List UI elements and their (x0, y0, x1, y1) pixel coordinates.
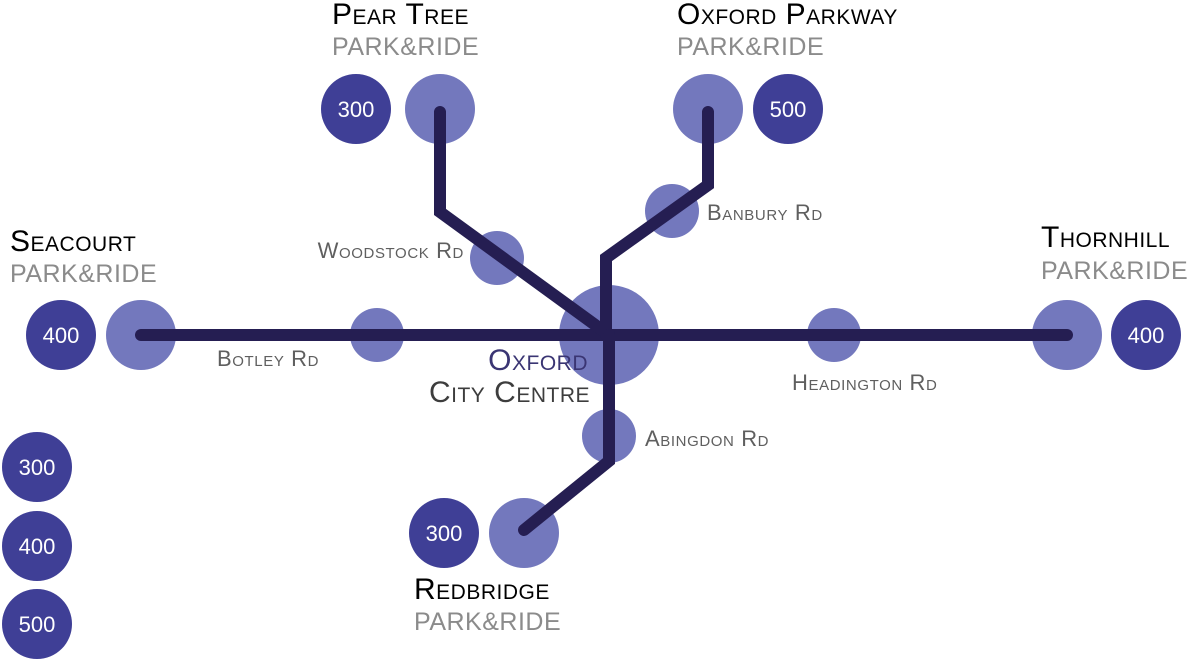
redbridge-route-line (518, 329, 615, 536)
redbridge-route-number: 300 (426, 521, 463, 546)
route-key-badge[interactable] (2, 511, 72, 581)
pear-tree-subtitle: PARK&RIDE (332, 33, 479, 61)
thornhill-title: Thornhill (1041, 221, 1170, 254)
stop-labels: Banbury Rd Woodstock Rd Botley Rd Headin… (217, 200, 937, 451)
route-key-number: 500 (19, 612, 56, 637)
city-centre-line-2: City Centre (429, 376, 590, 409)
route-lines (135, 106, 1073, 536)
oxford-parkway-subtitle: PARK&RIDE (677, 33, 824, 61)
seacourt-route-number: 400 (43, 323, 80, 348)
pear-tree-title: Pear Tree (332, 0, 469, 31)
oxford-parkway-route-badge[interactable] (753, 74, 823, 144)
oxford-parkway-route-number: 500 (770, 97, 807, 122)
redbridge-subtitle: PARK&RIDE (414, 608, 561, 636)
city-centre-line-1: Oxford (488, 344, 588, 377)
seacourt-title: Seacourt (10, 225, 136, 258)
redbridge-route-badge[interactable] (409, 498, 479, 568)
seacourt-route-badge[interactable] (26, 300, 96, 370)
pear-tree-route-badge[interactable] (321, 74, 391, 144)
park-and-ride-labels: Pear Tree PARK&RIDE Oxford Parkway PARK&… (10, 0, 1188, 636)
thornhill-route-badge[interactable] (1111, 300, 1181, 370)
city-centre-label: Oxford City Centre (429, 344, 590, 409)
headington-rd-label: Headington Rd (792, 370, 937, 395)
seacourt-subtitle: PARK&RIDE (10, 260, 157, 288)
route-key-badge[interactable] (2, 432, 72, 502)
thornhill-subtitle: PARK&RIDE (1041, 257, 1188, 285)
route-badges: 300 500 400 400 300 (26, 74, 1181, 568)
pear-tree-route-number: 300 (338, 97, 375, 122)
abingdon-rd-label: Abingdon Rd (645, 426, 769, 451)
pear-tree-route-line (434, 106, 615, 341)
woodstock-rd-label: Woodstock Rd (318, 238, 464, 263)
route-key-badge[interactable] (2, 589, 72, 659)
botley-rd-label: Botley Rd (217, 346, 319, 371)
banbury-rd-label: Banbury Rd (707, 200, 823, 225)
route-key: 300 400 500 (2, 432, 72, 659)
thornhill-route-number: 400 (1128, 323, 1165, 348)
route-key-number: 300 (19, 455, 56, 480)
route-key-number: 400 (19, 534, 56, 559)
oxford-parkway-route-line (600, 106, 714, 341)
redbridge-title: Redbridge (414, 573, 550, 606)
oxford-parkway-title: Oxford Parkway (677, 0, 898, 31)
